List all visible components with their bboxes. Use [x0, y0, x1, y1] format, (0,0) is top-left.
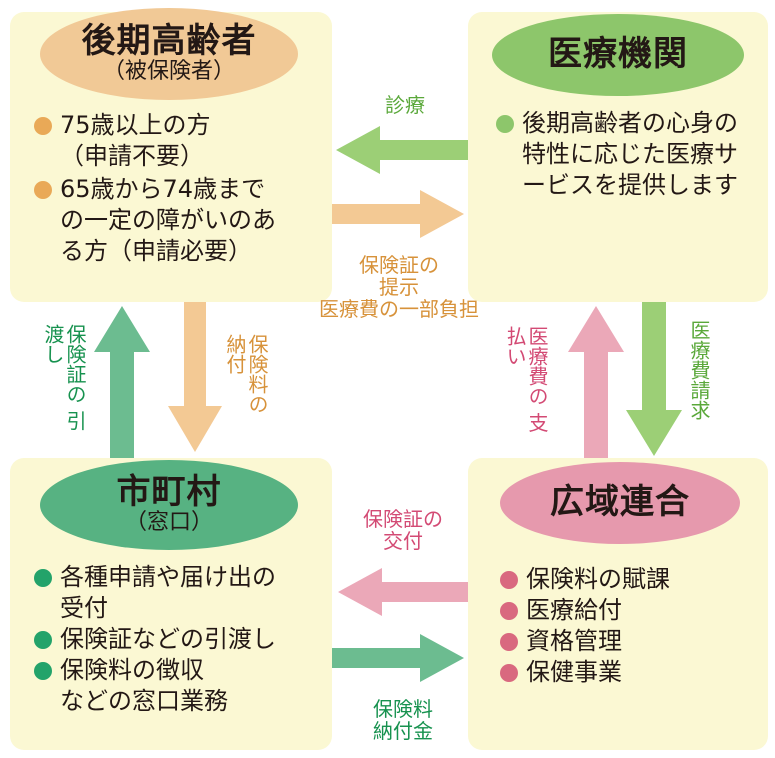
flow-label-premium-payment: 保険料の 納付 [223, 334, 269, 414]
bullet-icon [34, 662, 52, 680]
insured-title-pill: 後期高齢者 （被保険者） [40, 8, 298, 100]
municipality-title: 市町村 [116, 472, 222, 513]
arrow-presentation [332, 190, 464, 238]
bullet-icon [500, 633, 518, 651]
list-item: 医療給付 [500, 595, 764, 626]
bullet-icon [34, 117, 52, 135]
insured-subtitle: （被保険者） [102, 58, 235, 84]
union-title-pill: 広域連合 [500, 462, 740, 544]
medical-items: 後期高齢者の心身の 特性に応じた医療サ ービスを提供します [496, 108, 764, 201]
bullet-icon [34, 181, 52, 199]
list-item: 保険証などの引渡し [34, 624, 330, 655]
union-items: 保険料の賦課 医療給付 資格管理 保健事業 [500, 564, 764, 688]
insured-title: 後期高齢者 [81, 21, 257, 62]
medical-title: 医療機関 [548, 34, 688, 75]
flow-label-card-issue: 保険証の 交付 [363, 507, 443, 553]
flow-label-fee-claim: 医療費請求 [687, 320, 711, 420]
list-item: 保険料の賦課 [500, 564, 764, 595]
list-item: 75歳以上の方 （申請不要） [34, 110, 330, 172]
union-title: 広域連合 [550, 482, 690, 523]
flow-label-card-handover: 保険証の 引渡し [41, 324, 87, 431]
arrow-premium-remit [332, 634, 464, 682]
arrow-fee-claim [626, 302, 682, 456]
bullet-icon [500, 571, 518, 589]
municipality-items: 各種申請や届け出の 受付 保険証などの引渡し 保険料の徴収 などの窓口業務 [34, 562, 330, 717]
arrow-card-handover [94, 306, 150, 458]
list-item: 保健事業 [500, 657, 764, 688]
list-item: 65歳から74歳まで の一定の障がいのあ る方（申請必要） [34, 174, 330, 267]
bullet-icon [500, 664, 518, 682]
medical-title-pill: 医療機関 [492, 14, 744, 96]
list-item: 後期高齢者の心身の 特性に応じた医療サ ービスを提供します [496, 108, 764, 201]
bullet-icon [34, 569, 52, 587]
list-item: 資格管理 [500, 626, 764, 657]
bullet-icon [34, 631, 52, 649]
bullet-icon [500, 602, 518, 620]
list-item: 保険料の徴収 などの窓口業務 [34, 655, 330, 717]
arrow-premium-payment [168, 302, 222, 452]
arrow-fee-payment [568, 306, 624, 458]
insured-items: 75歳以上の方 （申請不要） 65歳から74歳まで の一定の障がいのあ る方（申… [34, 110, 330, 267]
flow-label-premium-remit: 保険料 納付金 [373, 697, 433, 743]
arrow-card-issue [338, 568, 468, 616]
arrow-shinryo [336, 126, 468, 174]
municipality-title-pill: 市町村 （窓口） [40, 460, 298, 550]
flow-label-presentation: 保険証の 提示 医療費の一部負担 [319, 253, 479, 321]
flow-label-shinryo: 診療 [385, 93, 425, 117]
bullet-icon [496, 115, 514, 133]
list-item: 各種申請や届け出の 受付 [34, 562, 330, 624]
flow-label-fee-payment: 医療費の 支払い [503, 326, 549, 433]
municipality-subtitle: （窓口） [124, 509, 213, 535]
